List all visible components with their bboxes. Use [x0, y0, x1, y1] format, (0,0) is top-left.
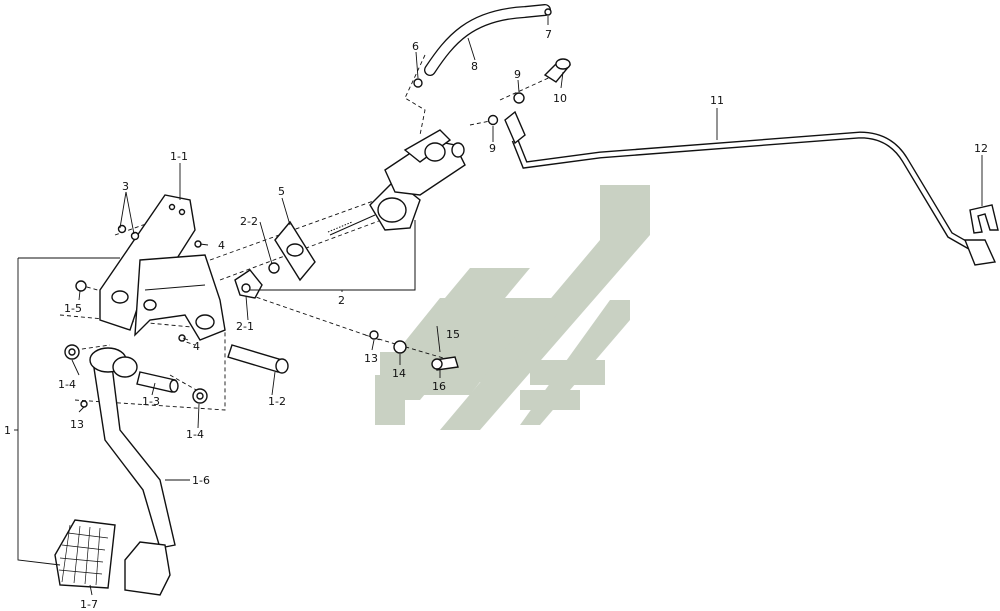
label-7: 7	[545, 28, 552, 41]
clutch-master-cylinder	[250, 129, 466, 291]
label-13-left: 13	[70, 418, 84, 431]
label-2-1: 2-1	[236, 320, 254, 333]
label-1-5: 1-5	[64, 302, 82, 315]
label-2-2: 2-2	[240, 215, 258, 228]
small-parts	[64, 224, 289, 408]
label-6: 6	[412, 40, 419, 53]
label-11: 11	[710, 94, 724, 107]
pin-assembly	[369, 325, 459, 371]
label-2: 2	[338, 294, 345, 307]
pedal-bracket	[99, 194, 226, 341]
part-labels: 1 1-1 1-2 1-3 1-4 1-4 1-5 1-6 1-7 2 2-1 …	[4, 28, 988, 611]
label-4-top: 4	[218, 239, 225, 252]
label-14: 14	[392, 367, 406, 380]
label-1: 1	[4, 424, 11, 437]
label-1-3: 1-3	[142, 395, 160, 408]
label-9-top: 9	[514, 68, 521, 81]
label-8: 8	[471, 60, 478, 73]
label-4-bottom: 4	[193, 340, 200, 353]
label-1-1: 1-1	[170, 150, 188, 163]
label-12: 12	[974, 142, 988, 155]
label-1-4-left: 1-4	[58, 378, 76, 391]
leader-lines	[14, 16, 983, 596]
clutch-pipe	[504, 110, 997, 266]
label-1-6: 1-6	[192, 474, 210, 487]
hose-fittings	[487, 58, 572, 126]
label-15: 15	[446, 328, 460, 341]
pedal-pad-pattern	[58, 524, 109, 586]
watermark-logo	[375, 185, 650, 430]
label-13-right: 13	[364, 352, 378, 365]
label-1-4-right: 1-4	[186, 428, 204, 441]
label-1-2: 1-2	[268, 395, 286, 408]
pipe-clip	[969, 204, 999, 234]
label-3: 3	[122, 180, 129, 193]
label-1-7: 1-7	[80, 598, 98, 611]
label-9-bottom: 9	[489, 142, 496, 155]
clutch-pedal	[54, 347, 176, 596]
master-cylinder-mounting	[234, 220, 316, 299]
reservoir-hose	[413, 4, 552, 88]
label-5: 5	[278, 185, 285, 198]
label-16: 16	[432, 380, 446, 393]
label-10: 10	[553, 92, 567, 105]
